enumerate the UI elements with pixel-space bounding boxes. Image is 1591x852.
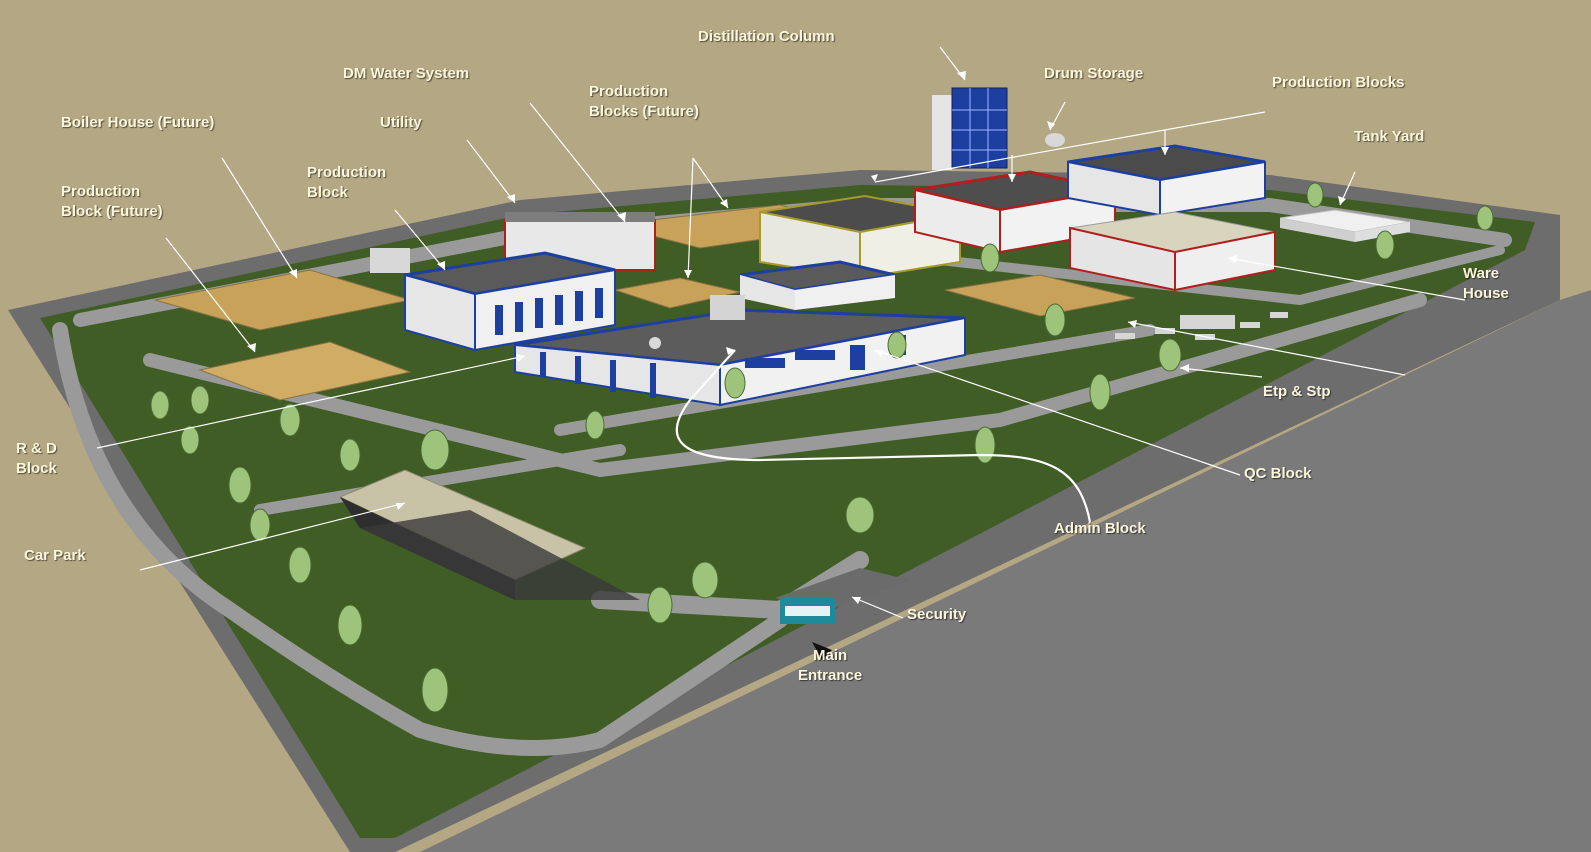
label-ware-house: Ware House xyxy=(1463,264,1509,304)
label-line: QC Block xyxy=(1244,465,1312,482)
label-line: Entrance xyxy=(798,667,863,684)
label-production-blocks-future: Production Blocks (Future) xyxy=(589,82,699,122)
label-admin-block: Admin Block xyxy=(1054,519,1146,539)
label-line: Block xyxy=(16,460,57,477)
main-entrance-arrow xyxy=(812,642,832,660)
car-park-canopy xyxy=(338,469,640,600)
drum-storage-tank xyxy=(1045,133,1065,147)
distillation-column-structure xyxy=(932,87,1008,170)
label-line: Main xyxy=(813,647,848,664)
label-line: Production xyxy=(307,164,387,181)
label-line: Block xyxy=(307,184,348,201)
label-line: Security xyxy=(907,606,967,623)
label-boiler-house-future: Boiler House (Future) xyxy=(61,113,214,133)
label-security: Security xyxy=(907,605,966,625)
label-production-block: Production Block xyxy=(307,163,386,203)
label-line: Utility xyxy=(380,114,422,131)
trees xyxy=(150,182,1494,713)
plot-right-future xyxy=(944,274,1136,317)
label-etp-stp: Etp & Stp xyxy=(1263,382,1331,402)
production-block-building xyxy=(404,251,616,352)
label-distillation-column: Distillation Column xyxy=(698,27,835,47)
security-cabin xyxy=(775,568,910,624)
label-line: R & D xyxy=(16,440,57,457)
label-line: Distillation Column xyxy=(698,28,835,45)
label-line: Car Park xyxy=(24,547,86,564)
ware-house-building xyxy=(1069,211,1276,292)
label-line: Production Blocks xyxy=(1272,74,1405,91)
central-production-building xyxy=(739,260,896,310)
label-tank-yard: Tank Yard xyxy=(1354,127,1424,147)
label-line: Production xyxy=(61,183,141,200)
label-line: Tank Yard xyxy=(1354,128,1425,145)
arrow-heads xyxy=(247,71,1346,604)
label-rd-block: R & D Block xyxy=(16,439,57,479)
label-line: Drum Storage xyxy=(1044,65,1144,82)
plot-production-block-future xyxy=(198,341,412,401)
label-dm-water-system: DM Water System xyxy=(343,64,469,84)
production-blocks-blue-building xyxy=(1067,144,1266,217)
label-utility: Utility xyxy=(380,113,422,133)
label-car-park: Car Park xyxy=(24,546,86,566)
label-line: Production xyxy=(589,83,669,100)
label-line: Ware xyxy=(1463,265,1500,282)
label-line: House xyxy=(1463,285,1509,302)
label-qc-block: QC Block xyxy=(1244,464,1312,484)
label-drum-storage: Drum Storage xyxy=(1044,64,1143,84)
label-production-blocks: Production Blocks xyxy=(1272,73,1405,93)
label-line: Block (Future) xyxy=(61,203,163,220)
label-line: Boiler House (Future) xyxy=(61,114,215,131)
label-main-entrance: Main Entrance xyxy=(798,646,862,686)
label-line: Admin Block xyxy=(1054,520,1146,537)
leader-lines xyxy=(96,46,1466,619)
label-line: DM Water System xyxy=(343,65,470,82)
main-road xyxy=(420,290,1591,852)
label-line: Blocks (Future) xyxy=(589,103,700,120)
label-line: Etp & Stp xyxy=(1263,383,1331,400)
label-production-block-future: Production Block (Future) xyxy=(61,182,163,222)
